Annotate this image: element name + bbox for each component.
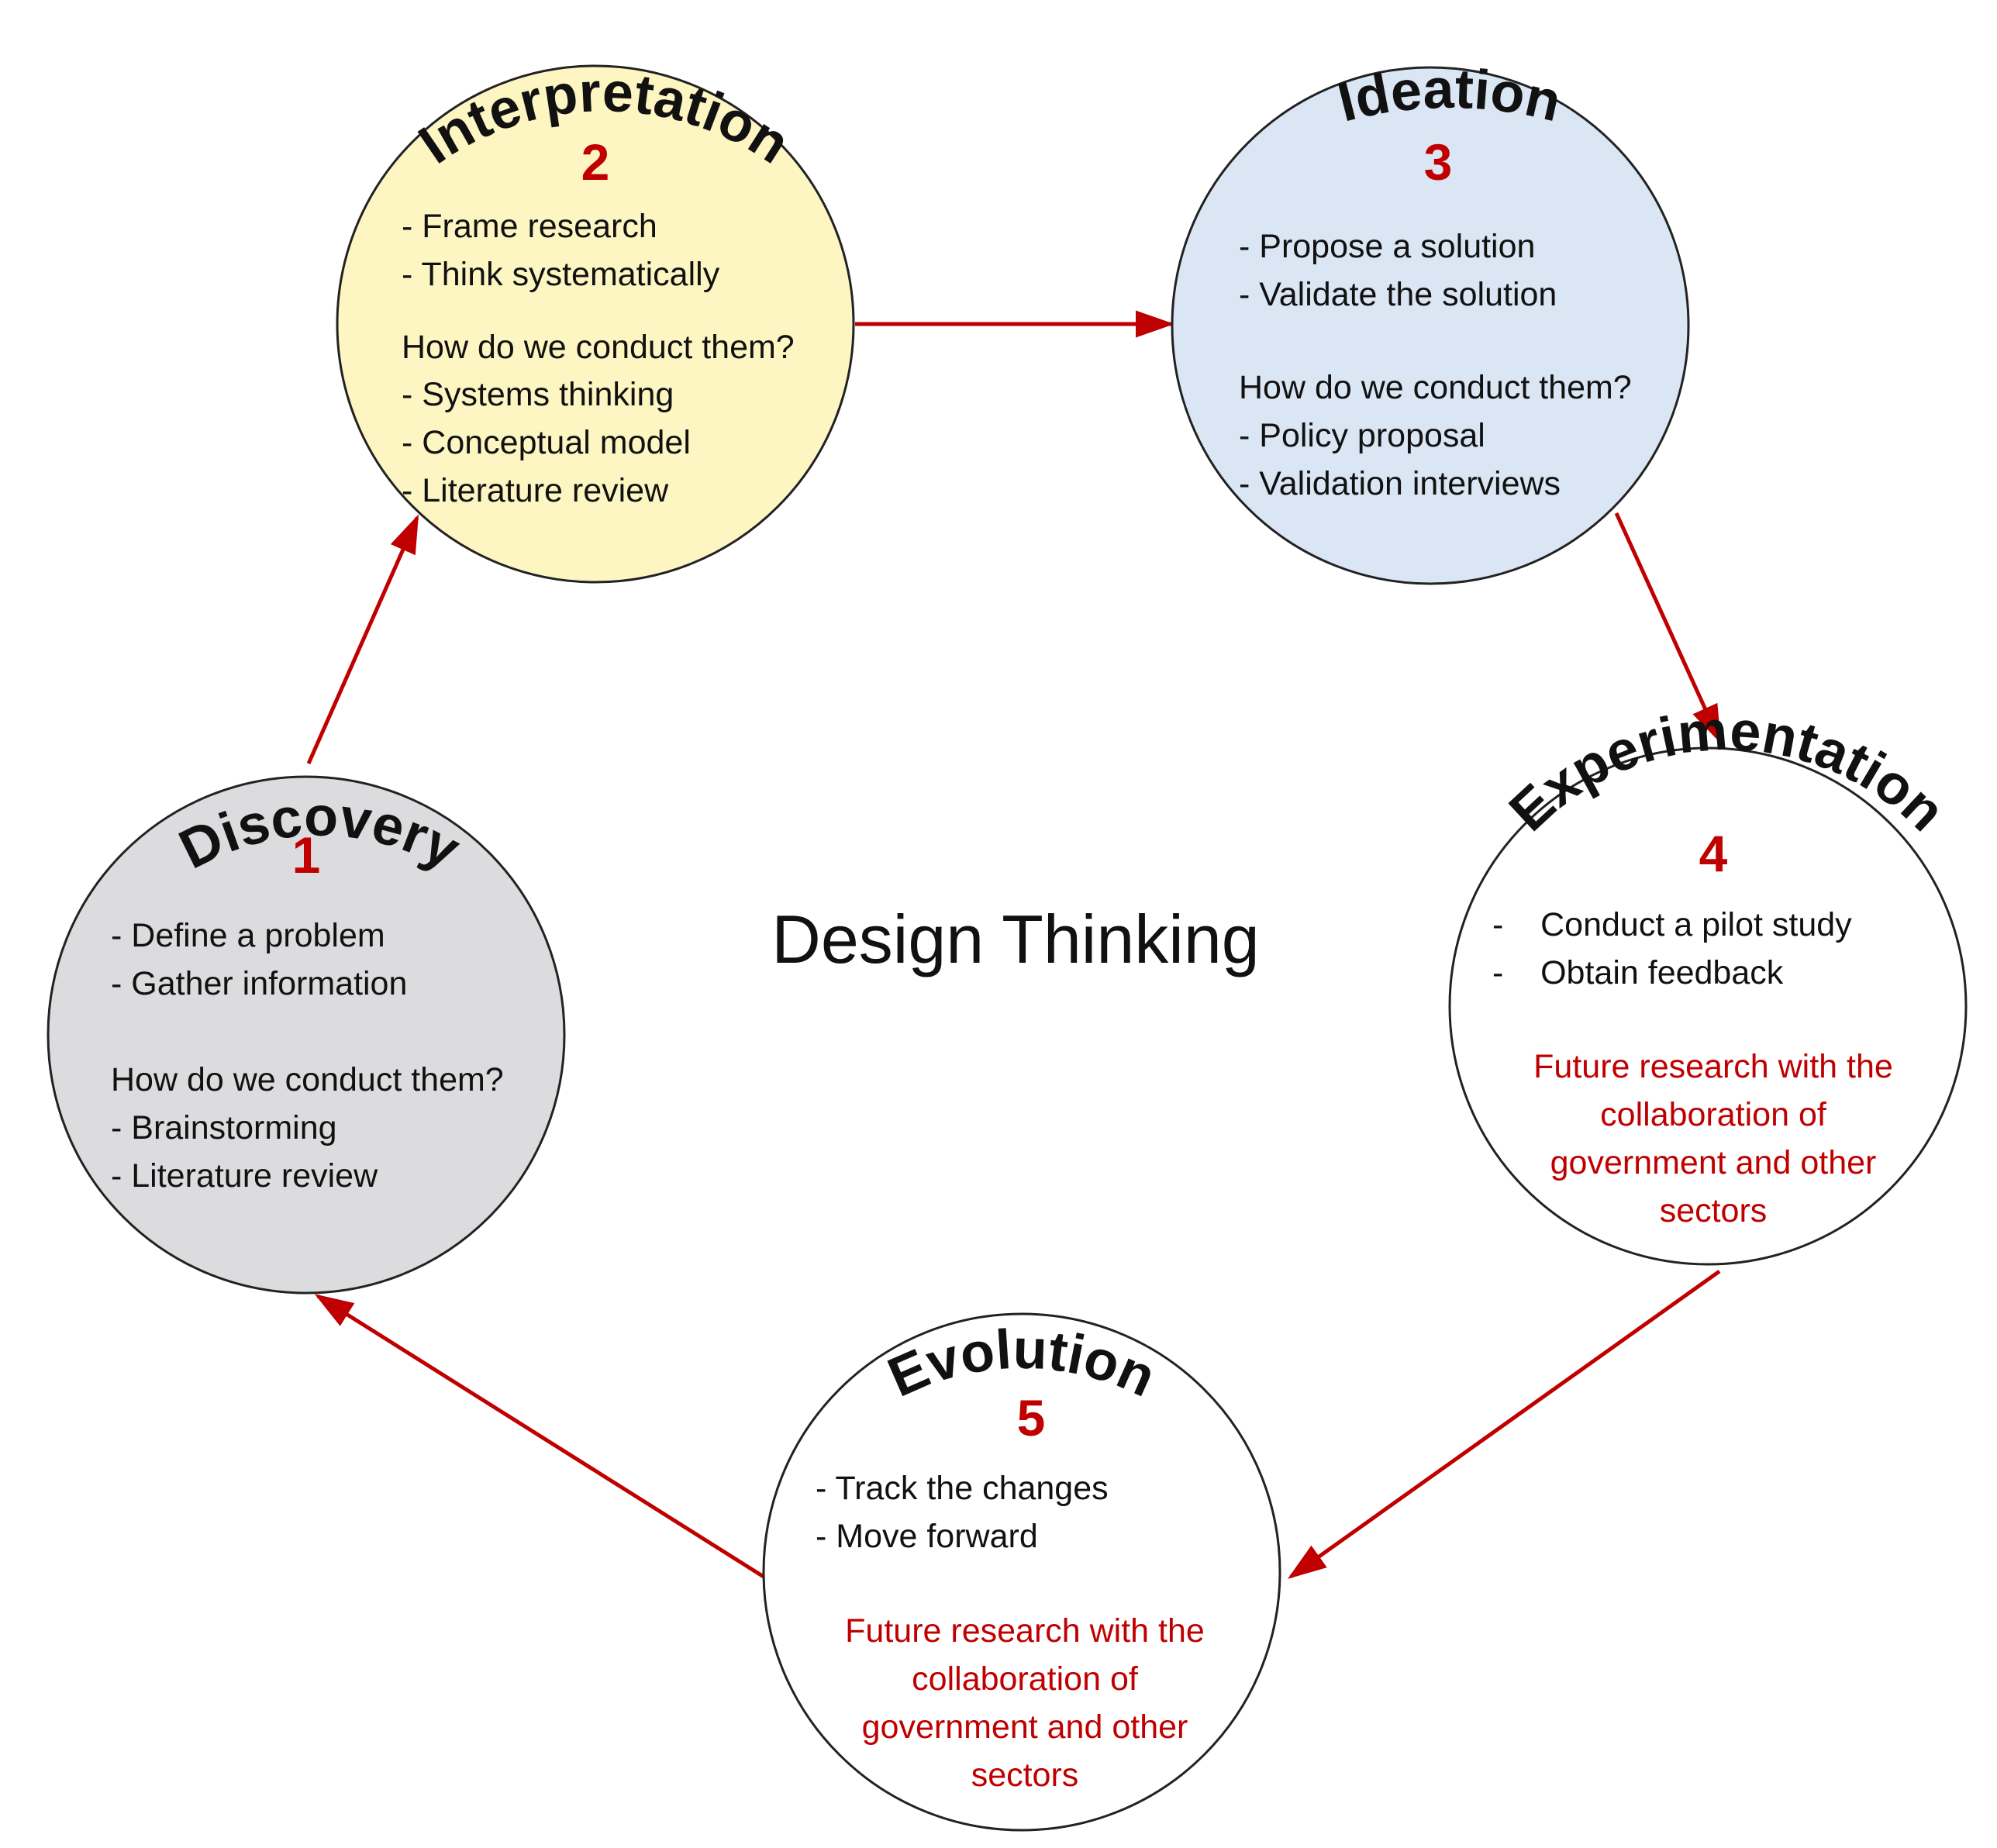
node-interpretation-circle <box>336 64 855 584</box>
node-ideation-lines: - Propose a solution - Validate the solu… <box>1239 228 1632 502</box>
node-interpretation-line: - Systems thinking <box>402 376 674 413</box>
node-ideation-circle <box>1171 66 1690 585</box>
node-interpretation-line: - Frame research <box>402 208 657 245</box>
node-interpretation-line: How do we conduct them? <box>402 329 795 366</box>
node-interpretation-line: - Think systematically <box>402 256 720 293</box>
node-evolution-line: - Move forward <box>816 1518 1038 1555</box>
arrow-evolution-to-discovery <box>314 1294 765 1579</box>
node-discovery-number: 1 <box>292 826 321 884</box>
node-experimentation-note-line: collaboration of <box>1600 1096 1827 1133</box>
node-experimentation-note: Future research with the collaboration o… <box>1533 1048 1893 1229</box>
node-discovery-lines: - Define a problem - Gather information … <box>111 917 504 1195</box>
node-discovery-line: - Brainstorming <box>111 1109 337 1146</box>
node-evolution-note-line: collaboration of <box>912 1660 1139 1698</box>
node-ideation-line: How do we conduct them? <box>1239 369 1632 406</box>
node-ideation-number: 3 <box>1424 133 1453 191</box>
node-experimentation-circle <box>1448 746 1968 1266</box>
node-experimentation: Experimentation 4 - Conduct a pilot stud… <box>1448 699 1968 1266</box>
node-discovery-line: - Gather information <box>111 965 407 1002</box>
node-experimentation-line: - Conduct a pilot study <box>1492 906 1852 943</box>
arrow-ideation-to-experimentation <box>1614 512 1722 744</box>
node-interpretation-number: 2 <box>581 133 610 191</box>
node-evolution-note-line: sectors <box>971 1757 1079 1794</box>
node-evolution-lines: - Track the changes - Move forward <box>816 1470 1109 1555</box>
node-discovery: Discovery 1 - Define a problem - Gather … <box>47 775 566 1295</box>
node-ideation-line: - Validate the solution <box>1239 276 1557 313</box>
node-ideation-line: - Validation interviews <box>1239 465 1561 502</box>
arrows-layer <box>306 310 1722 1579</box>
node-evolution-circle <box>762 1312 1281 1832</box>
node-experimentation-line: - Obtain feedback <box>1492 954 1784 991</box>
node-interpretation-line: - Literature review <box>402 472 669 509</box>
node-experimentation-lines: - Conduct a pilot study - Obtain feedbac… <box>1492 906 1852 991</box>
node-evolution-note-line: government and other <box>862 1708 1188 1746</box>
node-evolution-note: Future research with the collaboration o… <box>845 1612 1205 1794</box>
node-evolution: Evolution 5 - Track the changes - Move f… <box>762 1312 1281 1832</box>
node-ideation: Ideation 3 - Propose a solution - Valida… <box>1171 58 1690 585</box>
node-experimentation-number: 4 <box>1699 825 1728 882</box>
node-experimentation-note-line: Future research with the <box>1533 1048 1893 1085</box>
node-ideation-line: - Policy proposal <box>1239 417 1485 454</box>
node-discovery-line: - Literature review <box>111 1157 378 1195</box>
node-ideation-line: - Propose a solution <box>1239 228 1535 265</box>
node-interpretation: Interpretation 2 - Frame research - Thin… <box>336 61 855 584</box>
node-experimentation-note-line: government and other <box>1550 1144 1877 1181</box>
arrow-discovery-to-interpretation <box>306 514 419 765</box>
center-title: Design Thinking <box>771 901 1259 977</box>
node-evolution-note-line: Future research with the <box>845 1612 1205 1650</box>
node-discovery-circle <box>47 775 566 1295</box>
node-evolution-number: 5 <box>1017 1389 1046 1446</box>
node-evolution-line: - Track the changes <box>816 1470 1109 1507</box>
node-experimentation-note-line: sectors <box>1660 1192 1768 1229</box>
node-discovery-line: How do we conduct them? <box>111 1061 504 1098</box>
node-discovery-line: - Define a problem <box>111 917 385 954</box>
node-interpretation-lines: - Frame research - Think systematically … <box>402 208 795 509</box>
node-interpretation-line: - Conceptual model <box>402 424 691 461</box>
arrow-experimentation-to-evolution <box>1287 1269 1721 1579</box>
